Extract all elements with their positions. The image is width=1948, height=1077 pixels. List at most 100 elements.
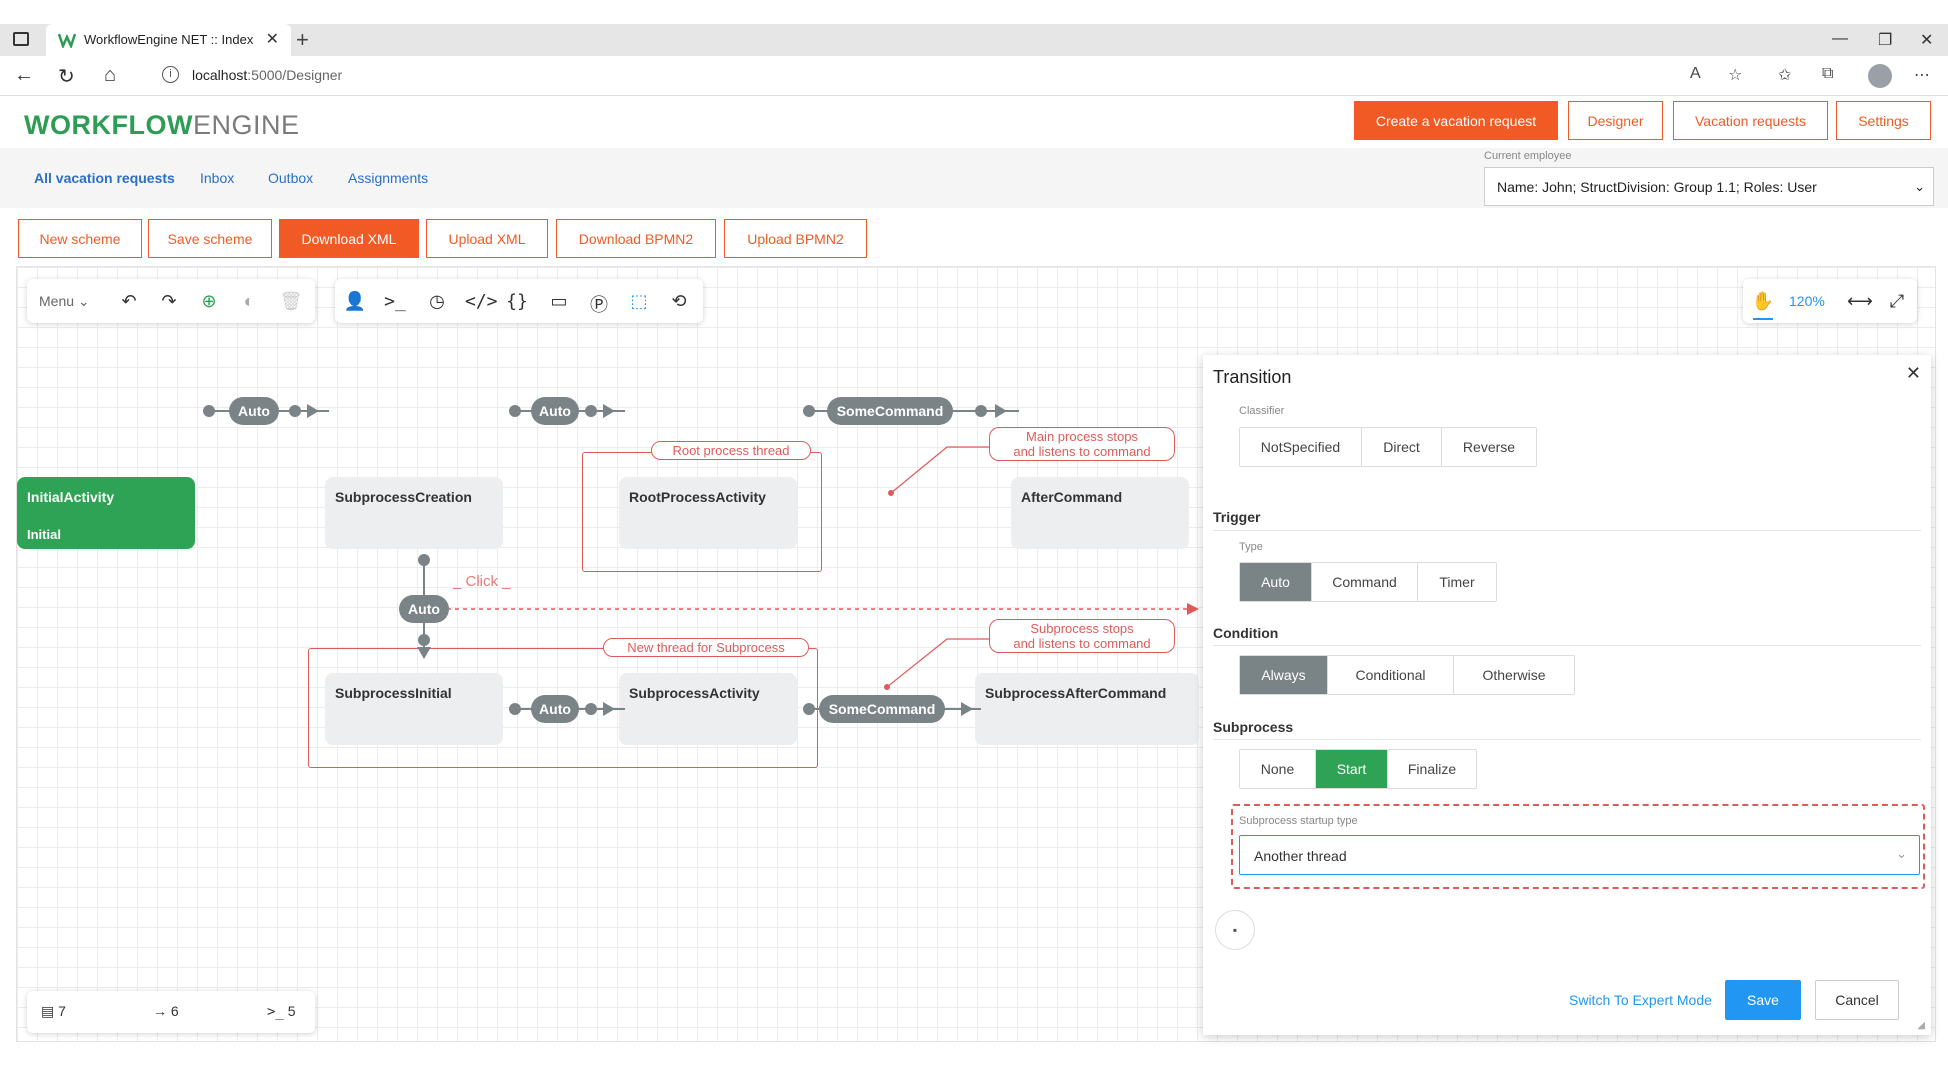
chevron-down-icon: ⌄ (1914, 179, 1925, 194)
minimize-icon[interactable]: — (1832, 30, 1848, 47)
undo-icon[interactable]: ↶ (121, 291, 137, 311)
comment-icon[interactable]: ▪ (1215, 910, 1255, 950)
tab-close-icon[interactable]: ✕ (265, 31, 279, 48)
create-vacation-request-button[interactable]: Create a vacation request (1354, 101, 1558, 140)
delete-icon[interactable]: 🗑 (279, 291, 303, 311)
subprocess-none[interactable]: None (1240, 750, 1316, 788)
subprocess-heading: Subprocess (1213, 719, 1294, 735)
address-bar: ← ↻ ⌂ i localhost:5000/Designer A ☆ ✩ ⧉ … (0, 56, 1948, 96)
sub-stops-line-1: Subprocess stops (1030, 621, 1134, 636)
trigger-auto[interactable]: Auto (1240, 563, 1312, 601)
designer-button[interactable]: Designer (1568, 101, 1663, 140)
actors-icon[interactable]: 👤 (343, 291, 367, 311)
favorites-icon[interactable]: ✩ (1778, 67, 1792, 84)
window-close-icon[interactable]: ✕ (1920, 32, 1934, 49)
restore-icon[interactable]: ❐ (1878, 32, 1893, 49)
activity-after-command[interactable]: AfterCommand (1011, 477, 1189, 549)
toggle-icon[interactable]: ◐ (243, 291, 255, 311)
transition-arrow (603, 404, 615, 418)
profile-avatar[interactable] (1868, 64, 1892, 88)
activity-initial[interactable]: InitialActivity Initial (17, 477, 195, 549)
new-tab-icon[interactable]: + (296, 27, 309, 52)
transition-some-command-2[interactable]: SomeCommand (819, 695, 945, 723)
activity-subprocess-creation[interactable]: SubprocessCreation (325, 477, 503, 549)
sub-callout-pointer (886, 638, 948, 688)
home-icon[interactable]: ⌂ (104, 64, 117, 86)
zoom-panel: ✋ 120% ⟷ ⤢ (1743, 279, 1917, 323)
download-bpmn2-button[interactable]: Download BPMN2 (556, 219, 716, 258)
transition-auto-selected[interactable]: Auto (399, 595, 449, 623)
activity-subprocess-initial[interactable]: SubprocessInitial (325, 673, 503, 745)
trigger-timer[interactable]: Timer (1439, 574, 1475, 590)
activity-subprocess[interactable]: SubprocessActivity (619, 673, 797, 745)
code-actions-icon[interactable]: </> (465, 291, 498, 312)
subprocess-thread-label: New thread for Subprocess (603, 638, 809, 657)
tab-actions-icon[interactable] (13, 32, 29, 46)
classifier-notspecified[interactable]: NotSpecified (1240, 428, 1362, 466)
resize-handle-icon[interactable]: ◢ (1917, 1020, 1925, 1031)
site-info-icon[interactable]: i (162, 66, 179, 83)
collections-icon[interactable]: ⧉ (1822, 65, 1834, 82)
close-icon[interactable]: ✕ (1905, 363, 1921, 383)
logo-light-text: ENGINE (192, 110, 300, 140)
comments-icon[interactable]: ▭ (550, 291, 568, 311)
nav-inbox[interactable]: Inbox (200, 170, 235, 186)
workflow-engine-logo[interactable]: WORKFLOWENGINE (24, 110, 299, 141)
save-scheme-button[interactable]: Save scheme (148, 219, 272, 258)
activity-root-process[interactable]: RootProcessActivity (619, 477, 797, 549)
transition-some-command-1[interactable]: SomeCommand (827, 397, 953, 425)
transition-auto-1[interactable]: Auto (229, 397, 279, 425)
switch-expert-mode-link[interactable]: Switch To Expert Mode (1569, 992, 1712, 1008)
upload-xml-button[interactable]: Upload XML (426, 219, 548, 258)
settings-button[interactable]: Settings (1836, 101, 1931, 140)
transition-end-dot (418, 634, 430, 646)
classifier-direct[interactable]: Direct (1362, 428, 1442, 466)
reload-icon[interactable]: ↻ (58, 66, 75, 88)
pan-hand-icon[interactable]: ✋ (1751, 291, 1775, 311)
startup-type-select[interactable]: Another thread ⌄ (1239, 835, 1920, 875)
vacation-requests-button[interactable]: Vacation requests (1673, 101, 1828, 140)
condition-always[interactable]: Always (1240, 656, 1328, 694)
save-button[interactable]: Save (1725, 980, 1801, 1020)
subprocess-finalize[interactable]: Finalize (1407, 761, 1457, 777)
activity-subprocess-after-command[interactable]: SubprocessAfterCommand (975, 673, 1199, 745)
commands-icon[interactable]: >_ (384, 291, 406, 312)
history-icon[interactable]: ⟲ (671, 291, 687, 311)
selection-icon[interactable]: ⬚ (630, 291, 648, 311)
plugins-icon[interactable]: Ⓟ (590, 295, 608, 315)
timers-icon[interactable]: ◷ (429, 291, 445, 311)
transition-auto-2[interactable]: Auto (531, 397, 579, 425)
cancel-button[interactable]: Cancel (1815, 980, 1899, 1020)
add-activity-icon[interactable]: ⊕ (201, 291, 217, 311)
transition-dialog: Transition ✕ Classifier NotSpecified Dir… (1203, 355, 1931, 1035)
fit-width-icon[interactable]: ⟷ (1847, 291, 1873, 311)
back-icon[interactable]: ← (14, 64, 34, 86)
current-employee-select[interactable]: Name: John; StructDivision: Group 1.1; R… (1484, 167, 1934, 206)
transition-auto-3[interactable]: Auto (531, 695, 579, 723)
trigger-command[interactable]: Command (1312, 563, 1418, 601)
condition-otherwise[interactable]: Otherwise (1482, 667, 1546, 683)
menu-dropdown[interactable]: Menu ⌄ (39, 293, 90, 309)
browser-tab[interactable]: WorkflowEngine NET :: Index ✕ (46, 24, 291, 56)
new-scheme-button[interactable]: New scheme (18, 219, 142, 258)
subprocess-start[interactable]: Start (1316, 750, 1388, 788)
read-aloud-icon[interactable]: A (1690, 65, 1701, 82)
classifier-reverse[interactable]: Reverse (1462, 439, 1516, 455)
main-callout-pointer (890, 446, 948, 494)
favorite-add-icon[interactable]: ☆ (1728, 67, 1743, 84)
pan-active-indicator (1753, 318, 1773, 320)
zoom-level[interactable]: 120% (1789, 293, 1825, 309)
nav-assignments[interactable]: Assignments (348, 170, 429, 186)
parameters-icon[interactable]: {} (506, 291, 528, 312)
upload-bpmn2-button[interactable]: Upload BPMN2 (724, 219, 867, 258)
more-icon[interactable]: ⋯ (1914, 67, 1930, 84)
startup-type-value: Another thread (1254, 848, 1347, 864)
nav-outbox[interactable]: Outbox (268, 170, 314, 186)
fullscreen-icon[interactable]: ⤢ (1889, 291, 1905, 311)
redo-icon[interactable]: ↷ (161, 291, 177, 311)
download-xml-button[interactable]: Download XML (279, 219, 419, 258)
condition-conditional[interactable]: Conditional (1328, 656, 1454, 694)
url-field[interactable]: localhost:5000/Designer (192, 67, 342, 83)
nav-all-vacation-requests[interactable]: All vacation requests (34, 170, 175, 186)
